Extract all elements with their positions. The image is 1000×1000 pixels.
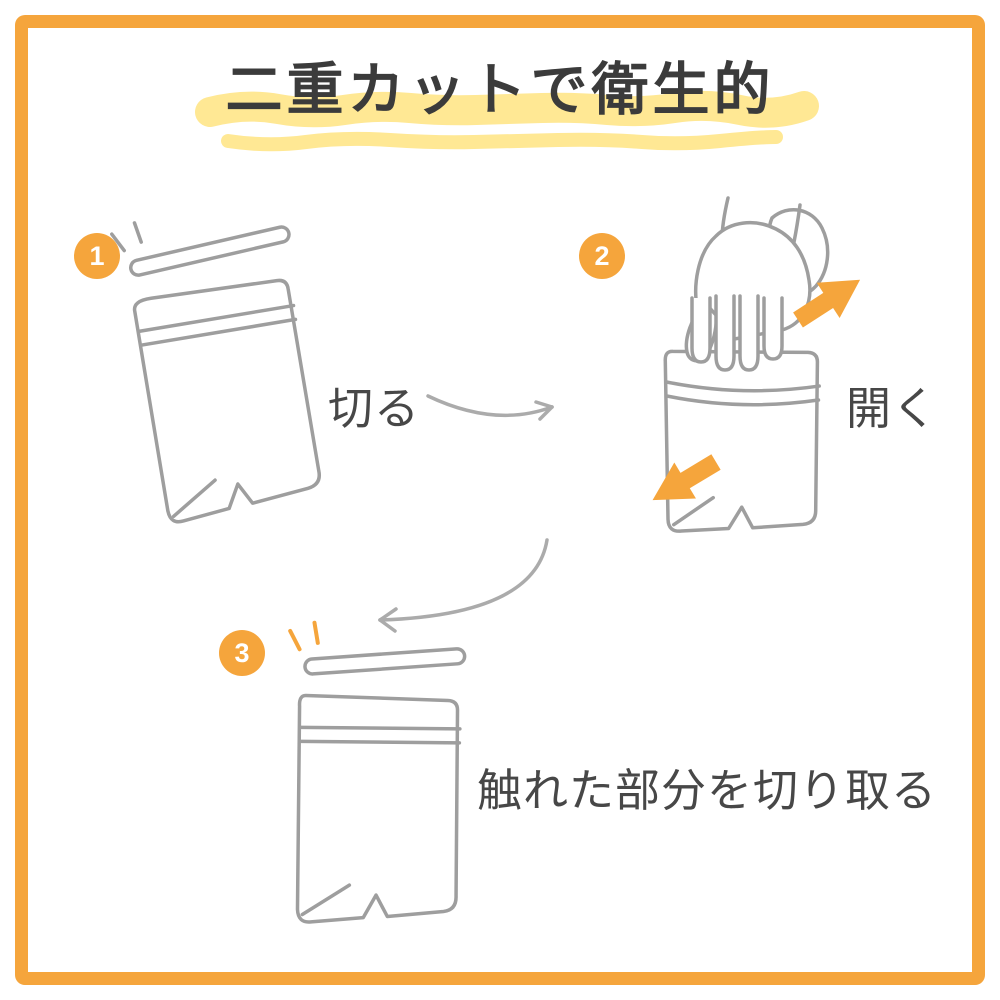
- flow-arrow-down-left-icon: [378, 538, 549, 633]
- step-3-number: 3: [234, 637, 250, 668]
- hands-opening-pouch-icon: [684, 196, 830, 372]
- step-1-number: 1: [89, 240, 105, 271]
- page-title: 二重カットで衛生的: [225, 58, 775, 122]
- step-3-label: 触れた部分を切り取る: [477, 765, 938, 816]
- highlight-scribble-icon: [195, 90, 819, 152]
- step1-pouch-icon: [110, 221, 321, 524]
- step3-pouch-icon: [288, 620, 467, 924]
- step2-pouch-icon: [663, 349, 821, 533]
- flow-arrow-right-icon: [426, 394, 554, 421]
- step-1-label: 切る: [328, 383, 421, 434]
- step-3-badge: 3: [219, 630, 265, 676]
- step-1-badge: 1: [74, 233, 120, 279]
- step-2-badge: 2: [579, 233, 625, 279]
- step-2-label: 開く: [846, 383, 939, 434]
- open-direction-arrows-icon: [652, 279, 861, 501]
- step-2-number: 2: [594, 240, 610, 271]
